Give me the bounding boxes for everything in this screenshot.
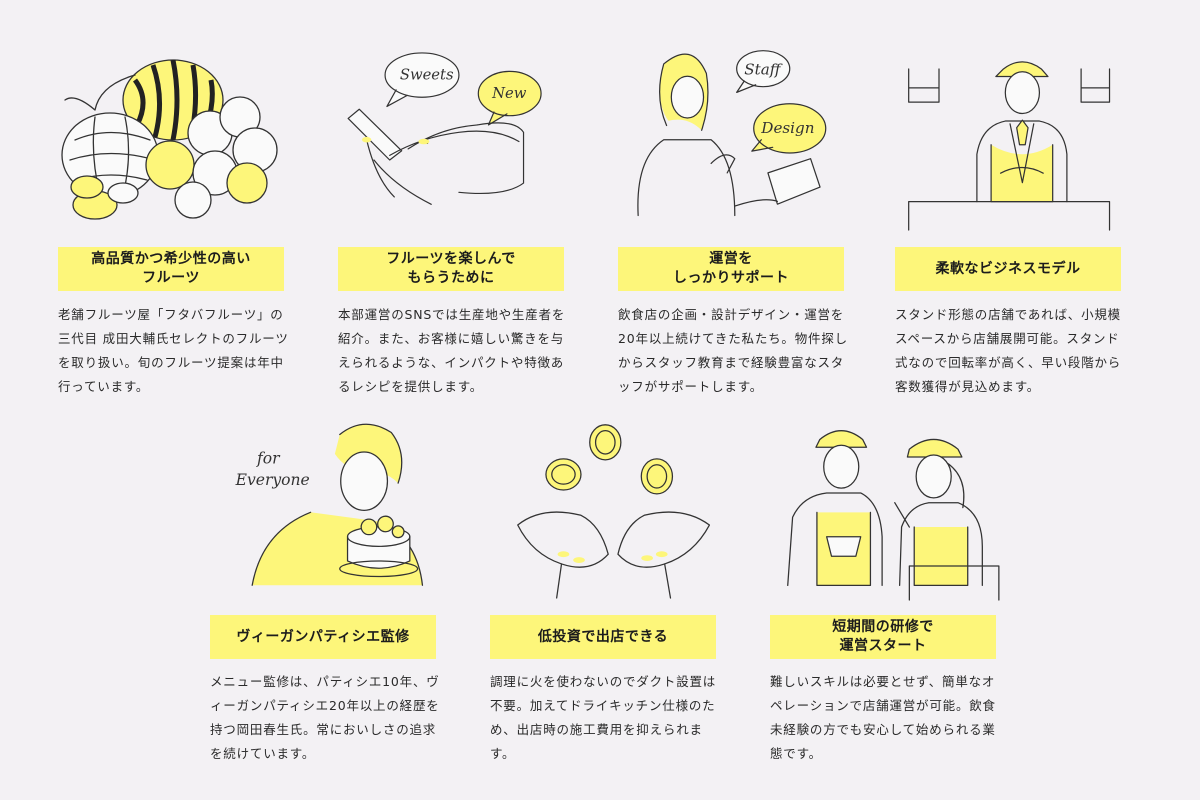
feature-desc-support: 飲食店の企画・設計デザイン・運営を20年以上続けてきた私たち。物件探しからスタッ… [618,307,848,394]
coins-hands-illustration [500,418,732,599]
feature-label-fruits: 高品質かつ希少性の高い フルーツ [58,247,284,291]
feature-label-business: 柔軟なビジネスモデル [895,247,1121,291]
feature-label-training: 短期間の研修で 運営スタート [770,615,996,659]
bubble-text-staff: Staff [744,60,782,78]
fruits-illustration [55,55,287,235]
caption-for: for [256,450,281,468]
feature-desc-training: 難しいスキルは必要とせず、簡単なオペレーションで店舗運営が可能。飲食未経験の方で… [770,674,996,761]
feature-desc-investment: 調理に火を使わないのでダクト設置は不要。加えてドライキッチン仕様のため、出店時の… [490,674,717,761]
feature-desc-business: スタンド形態の店舗であれば、小規模スペースから店舗展開可能。スタンド式なので回転… [895,307,1122,394]
bubble-text-new: New [491,85,527,102]
feature-label-sns: フルーツを楽しんで もらうために [338,247,564,291]
feature-desc-patissier: メニュー監修は、パティシエ10年、ヴィーガンパティシエ20年以上の経歴を持つ岡田… [210,674,440,761]
stand-shop-illustration [895,50,1127,231]
patissier-illustration: for Everyone [215,415,447,595]
caption-everyone: Everyone [235,471,310,489]
training-illustration [770,420,1002,601]
smartphone-illustration: Sweets New [330,40,562,220]
feature-label-patissier: ヴィーガンパティシエ監修 [210,615,436,659]
bubble-text-sweets: Sweets [400,67,454,84]
feature-label-support: 運営を しっかりサポート [618,247,844,291]
feature-desc-sns: 本部運営のSNSでは生産地や生産者を紹介。また、お客様に嬉しい驚きを与えられるよ… [338,307,566,394]
feature-label-investment: 低投資で出店できる [490,615,716,659]
staff-support-illustration: Staff Design [615,45,847,225]
bubble-text-design: Design [760,119,814,137]
feature-desc-fruits: 老舗フルーツ屋「フタバフルーツ」の三代目 成田大輔氏セレクトのフルーツを取り扱い… [58,307,289,394]
